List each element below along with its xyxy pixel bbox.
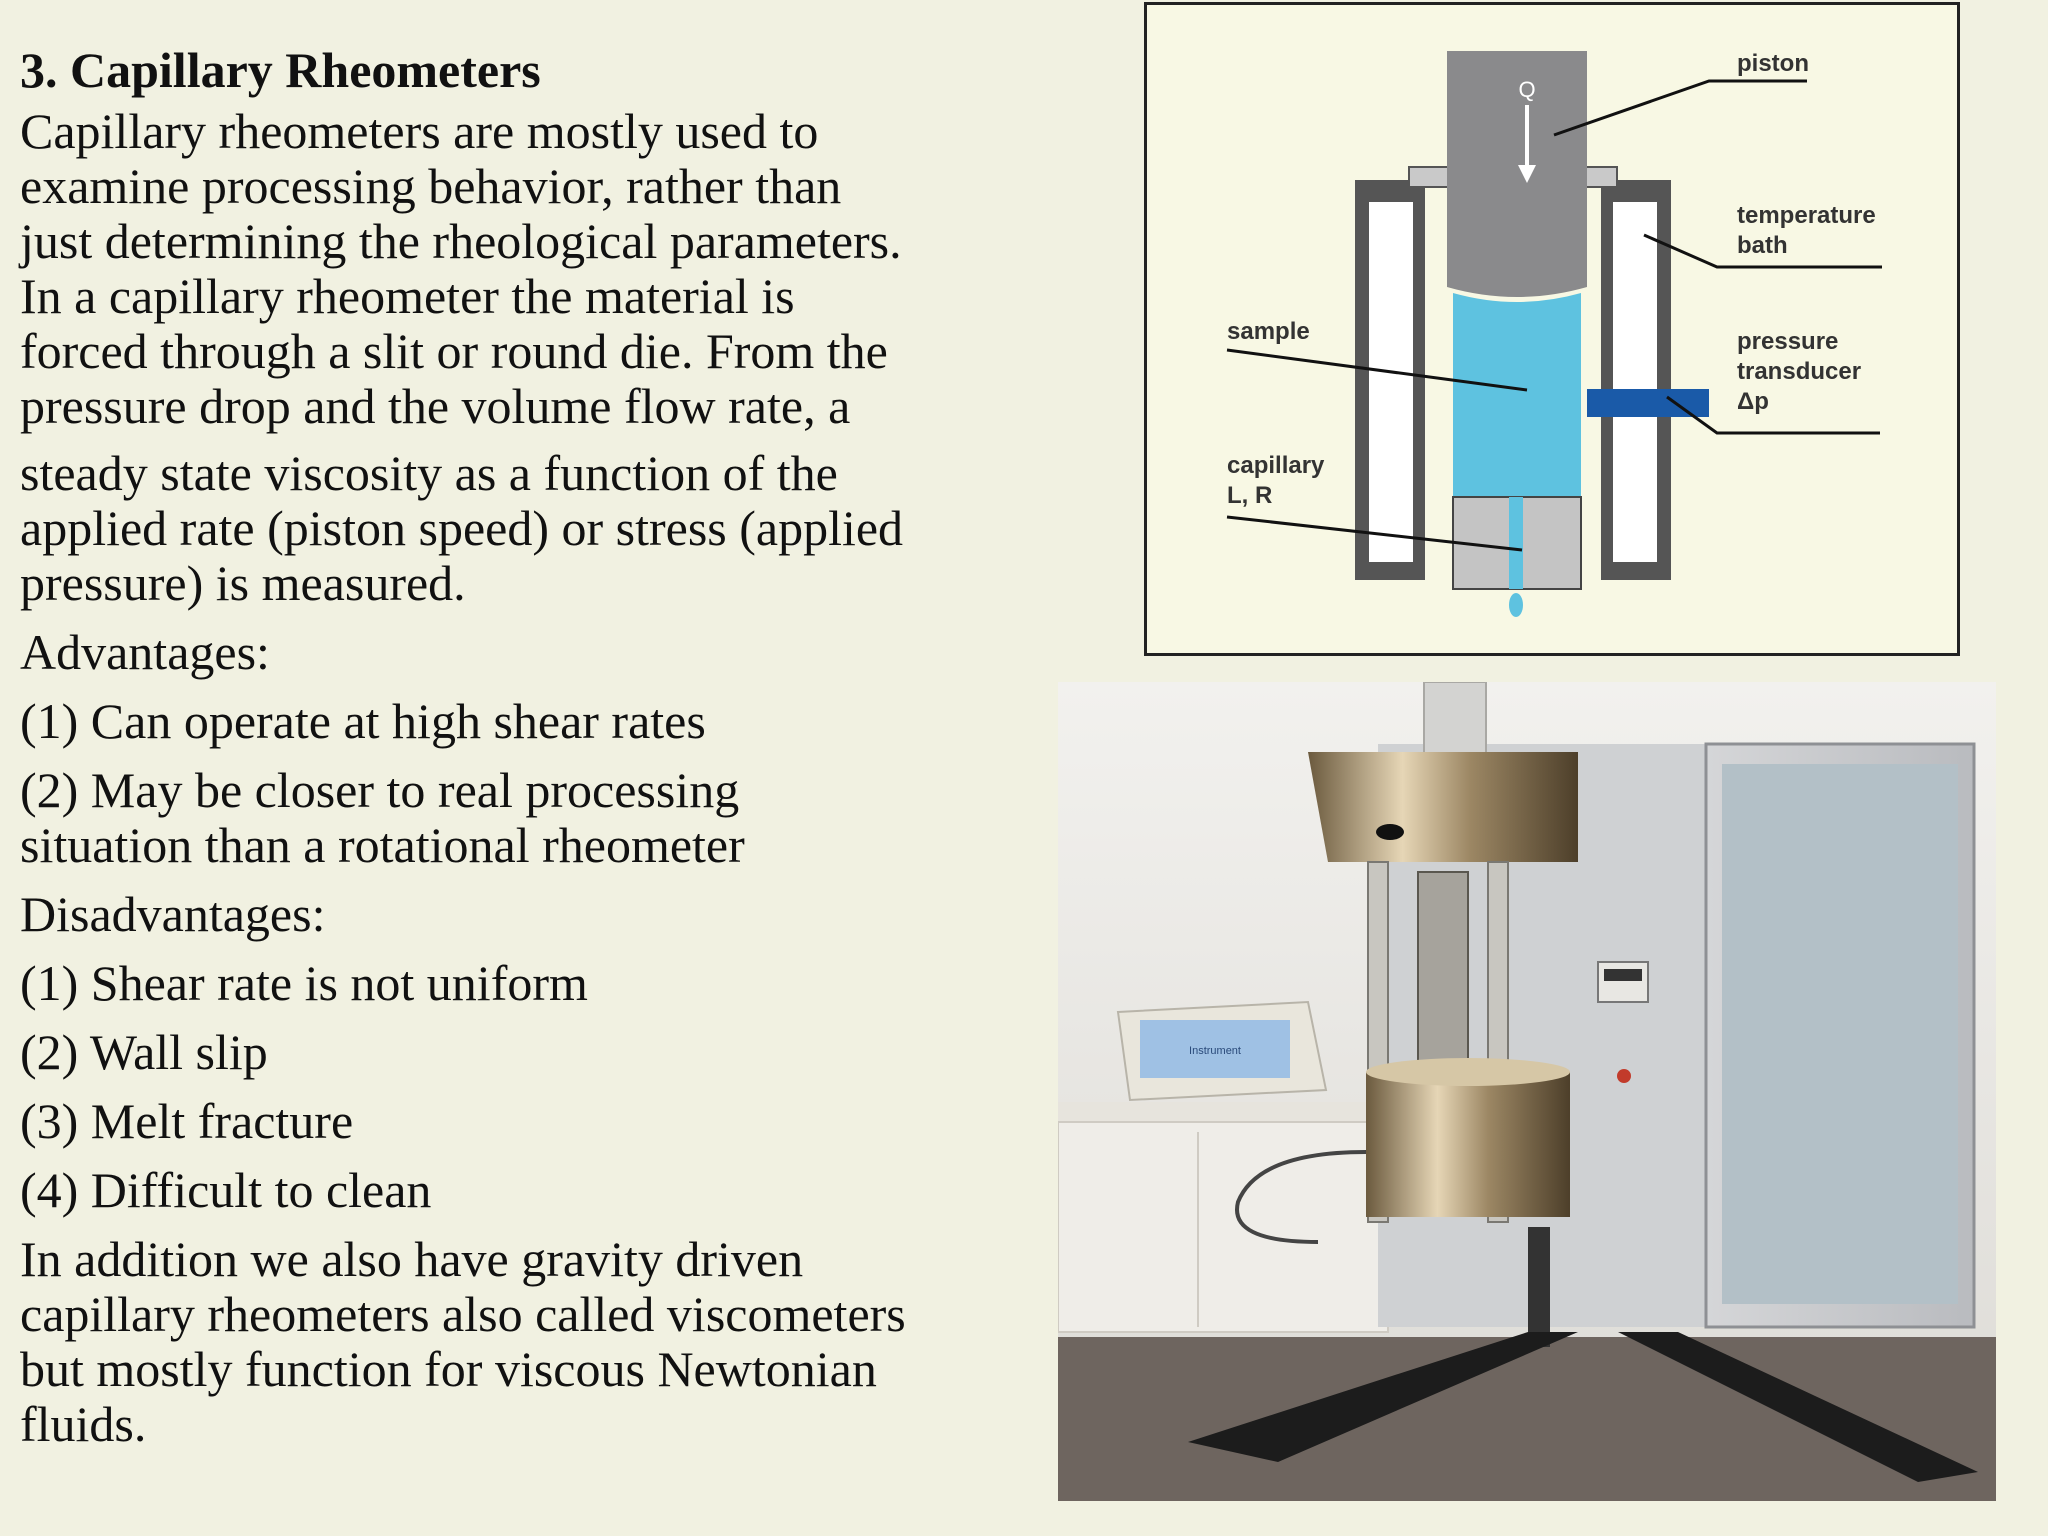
label-piston: piston (1737, 50, 1809, 77)
transducer-leader (1666, 395, 1880, 435)
label-sample: sample (1227, 318, 1310, 345)
piston-rod (1417, 871, 1469, 1073)
label-pressure-transducer: pressure transducer Δp (1737, 328, 1862, 415)
hood-hole (1376, 824, 1404, 840)
piston-leader (1553, 79, 1807, 137)
intro-line: just determining the rheological paramet… (20, 213, 902, 269)
capillary-leader (1226, 515, 1523, 552)
label-temperature-bath: temperature bath (1737, 202, 1876, 259)
intro-paragraph: Capillary rheometers are mostly used to … (20, 104, 1060, 434)
intro-paragraph-continued: steady state viscosity as a function of … (20, 446, 1060, 611)
counter-top (1058, 1102, 1388, 1122)
sample (1453, 293, 1581, 497)
barrel-top (1366, 1058, 1570, 1086)
advantage-line: situation than a rotational rheometer (20, 817, 745, 873)
cable (1235, 1150, 1367, 1244)
flow-symbol: Q (1518, 77, 1535, 102)
cabinet-panel-inset (1722, 764, 1958, 1304)
rheometer-photo: Instrument (1058, 682, 1996, 1501)
stand-post (1528, 1227, 1550, 1347)
intro-line: forced through a slit or round die. From… (20, 323, 888, 379)
bath-interior-right (1613, 202, 1657, 562)
red-indicator (1617, 1069, 1631, 1083)
intro-line: Capillary rheometers are mostly used to (20, 103, 819, 159)
capillary-channel (1509, 497, 1523, 589)
closing-line: but mostly function for viscous Newtonia… (20, 1341, 877, 1397)
piston (1447, 51, 1587, 297)
barrel-cap-left (1408, 166, 1450, 188)
rheometer-photo-illustration: Instrument (1058, 682, 1996, 1501)
slide-text-block: 3. Capillary Rheometers Capillary rheome… (20, 36, 1060, 1452)
closing-line: In addition we also have gravity driven (20, 1231, 804, 1287)
monitor-screen (1140, 1020, 1290, 1078)
bath-interior-left (1369, 202, 1413, 562)
barrel-heater (1366, 1072, 1570, 1217)
intro-line: steady state viscosity as a function of … (20, 445, 838, 501)
label-capillary: capillary L, R (1227, 452, 1325, 509)
disadvantage-item: (1) Shear rate is not uniform (20, 955, 588, 1011)
intro-line: examine processing behavior, rather than (20, 158, 842, 214)
top-hood (1308, 752, 1578, 862)
slide-title: 3. Capillary Rheometers (20, 42, 541, 98)
closing-line: capillary rheometers also called viscome… (20, 1286, 906, 1342)
advantage-item: (2) May be closer to real processing sit… (20, 763, 1060, 873)
stand-leg-right (1618, 1332, 1978, 1482)
disadvantage-item: (3) Melt fracture (20, 1093, 354, 1149)
counter-cabinet (1058, 1121, 1389, 1333)
intro-line: pressure) is measured. (20, 555, 466, 611)
rheometer-diagram: Q piston temperature bath sample pressur… (1144, 2, 1960, 656)
advantages-heading: Advantages: (20, 624, 270, 680)
control-panel (1597, 961, 1649, 1003)
sample-leader (1226, 348, 1528, 392)
stand-leg-left (1188, 1332, 1578, 1462)
bath-leader (1643, 233, 1882, 269)
rheometer-schematic: Q (1226, 51, 1882, 617)
closing-paragraph: In addition we also have gravity driven … (20, 1232, 1060, 1452)
monitor-text: Instrument (1189, 1045, 1241, 1057)
exhaust-pipe (1423, 682, 1487, 755)
closing-line: fluids. (20, 1396, 147, 1452)
extrudate-drop (1509, 593, 1523, 617)
advantage-item: (1) Can operate at high shear rates (20, 693, 706, 749)
disadvantages-heading: Disadvantages: (20, 886, 326, 942)
intro-line: pressure drop and the volume flow rate, … (20, 378, 851, 434)
control-display (1604, 969, 1642, 981)
disadvantage-item: (4) Difficult to clean (20, 1162, 432, 1218)
flow-arrowhead (1518, 165, 1536, 183)
intro-line: In a capillary rheometer the material is (20, 268, 795, 324)
advantage-line: (2) May be closer to real processing (20, 762, 740, 818)
disadvantage-item: (2) Wall slip (20, 1024, 268, 1080)
intro-line: applied rate (piston speed) or stress (a… (20, 500, 904, 556)
